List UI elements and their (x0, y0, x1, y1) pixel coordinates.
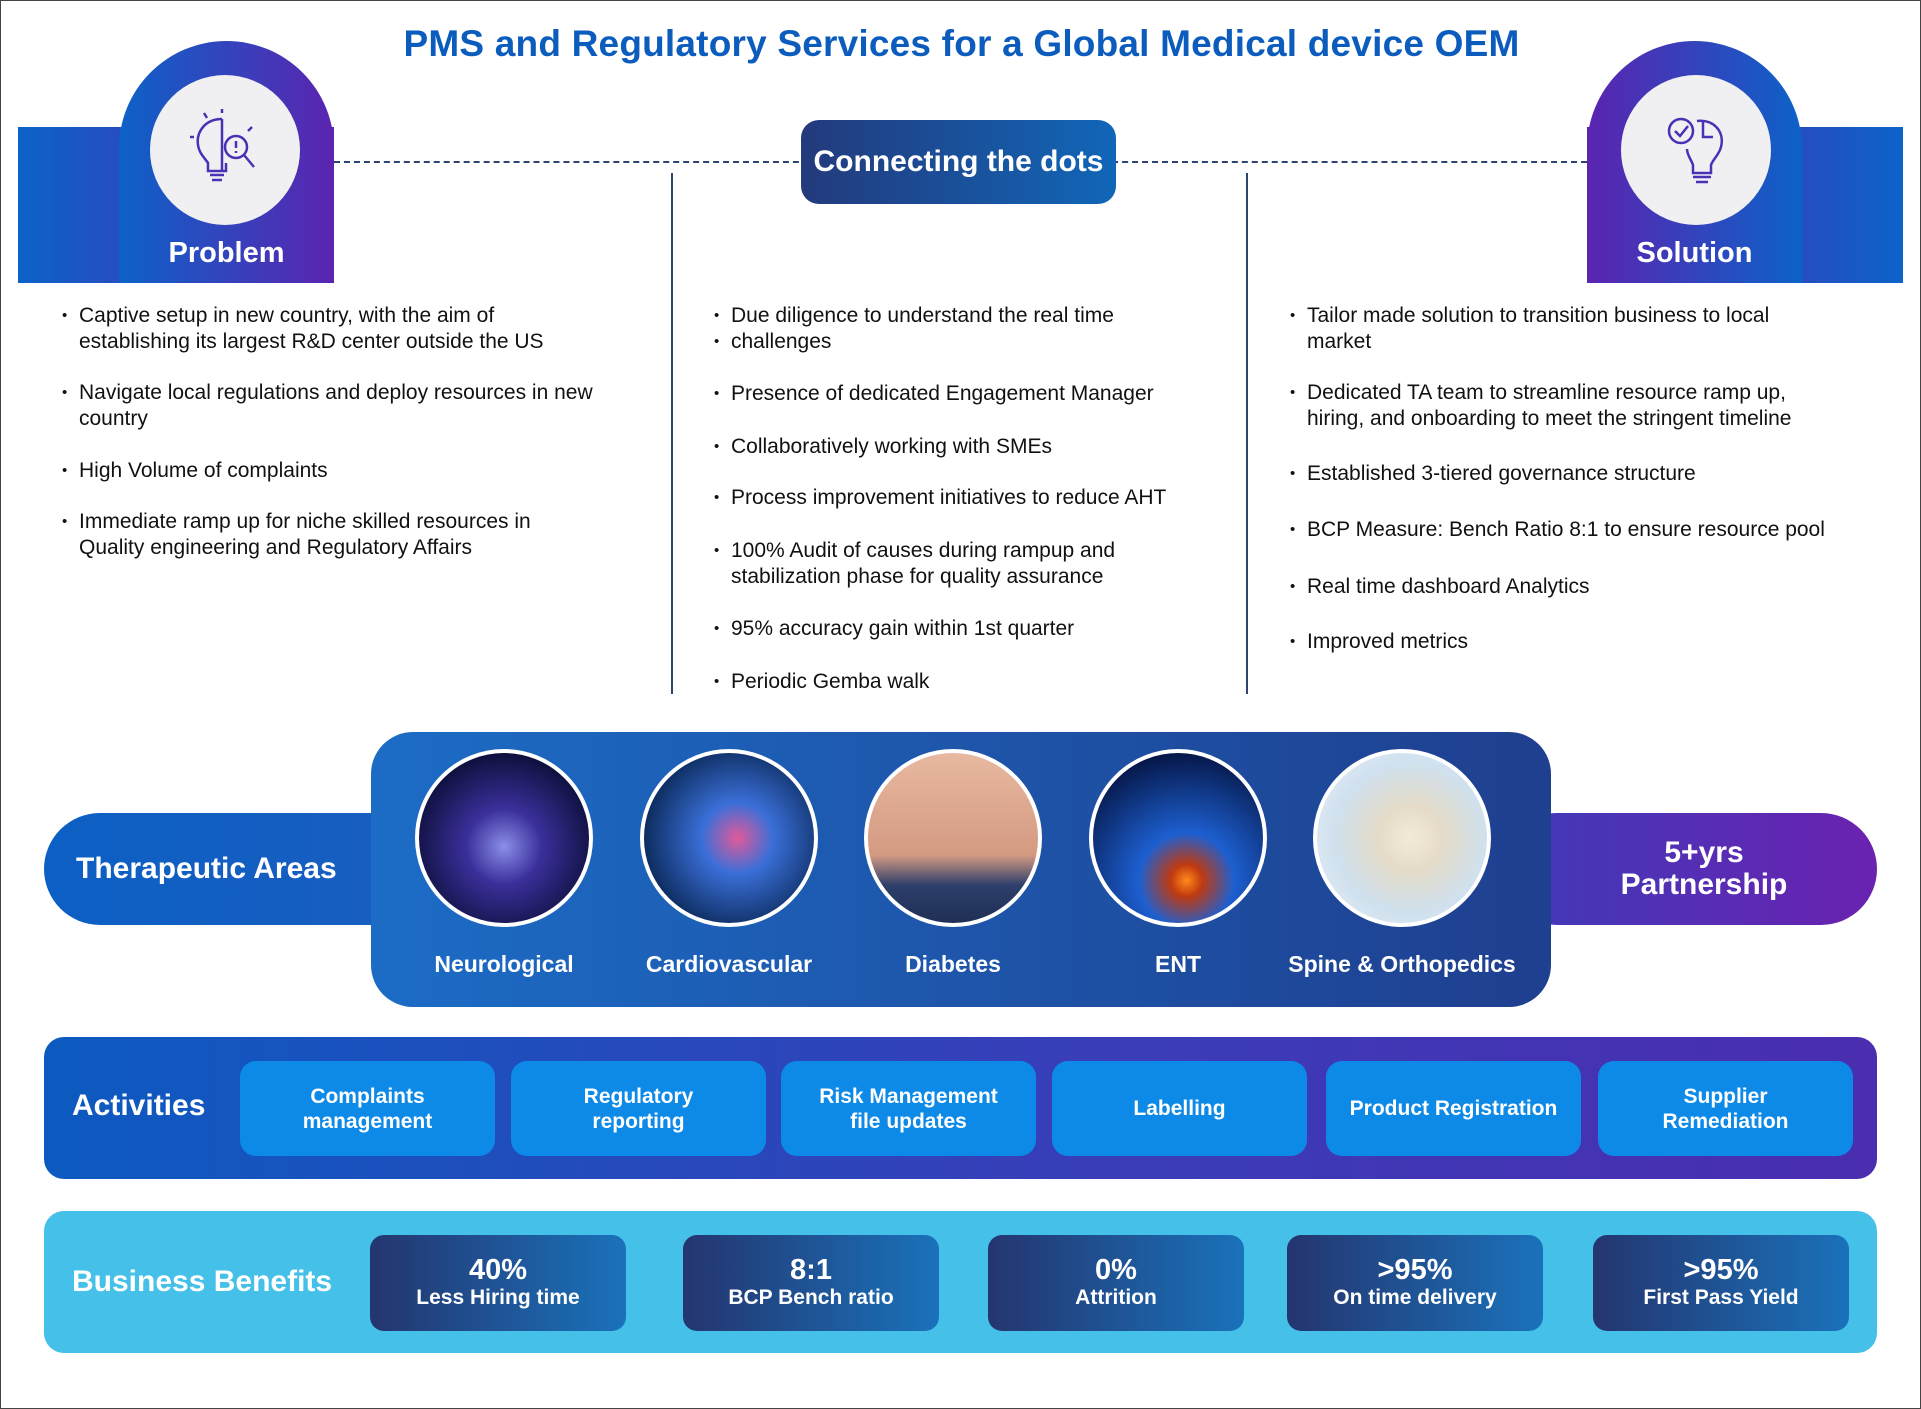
list-item: Dedicated TA team to streamline resource… (1290, 380, 1791, 432)
list-item: Navigate local regulations and deploy re… (62, 380, 593, 432)
list-item: 95% accuracy gain within 1st quarter (714, 616, 1074, 642)
partnership-badge: 5+yrs Partnership (1501, 813, 1877, 925)
lightbulb-puzzle-search-icon (190, 109, 255, 182)
business-benefits-label: Business Benefits (72, 1265, 333, 1298)
benefit-value: >95% (1377, 1254, 1453, 1286)
benefit-label: Attrition (1075, 1286, 1157, 1309)
ent-image (1089, 749, 1267, 927)
list-item: Captive setup in new country, with the a… (62, 303, 544, 355)
column-divider (671, 173, 673, 694)
activities-label: Activities (72, 1089, 206, 1122)
solution-icon-circle (1621, 75, 1771, 225)
benefit-label: Less Hiring time (416, 1286, 580, 1309)
diabetes-image (864, 749, 1042, 927)
area-label: Cardiovascular (645, 951, 813, 977)
benefit-label: On time delivery (1333, 1286, 1497, 1309)
list-item: Presence of dedicated Engagement Manager (714, 381, 1154, 407)
benefit-value: 8:1 (790, 1254, 832, 1286)
list-item: BCP Measure: Bench Ratio 8:1 to ensure r… (1290, 517, 1825, 543)
list-item: Immediate ramp up for niche skilled reso… (62, 509, 531, 561)
list-item: Real time dashboard Analytics (1290, 574, 1590, 600)
list-item: Established 3-tiered governance structur… (1290, 461, 1696, 487)
list-item: Due diligence to understand the real tim… (714, 303, 1114, 329)
problem-icon-circle (150, 75, 300, 225)
benefit-card: >95%On time delivery (1287, 1235, 1543, 1331)
partnership-label: Partnership (1620, 868, 1788, 901)
page-title: PMS and Regulatory Services for a Global… (403, 23, 1520, 64)
area-label: ENT (1155, 951, 1201, 977)
lightbulb-check-puzzle-icon (1667, 117, 1724, 184)
benefit-label: BCP Bench ratio (728, 1286, 894, 1309)
activity-item: Product Registration (1326, 1061, 1581, 1156)
benefit-value: >95% (1683, 1254, 1759, 1286)
list-item: High Volume of complaints (62, 458, 328, 484)
list-item: Periodic Gemba walk (714, 669, 929, 695)
list-item: Tailor made solution to transition busin… (1290, 303, 1769, 355)
area-label: Diabetes (905, 951, 1001, 977)
list-item: Collaboratively working with SMEs (714, 434, 1052, 460)
benefit-card: 0%Attrition (988, 1235, 1244, 1331)
activity-item: Labelling (1052, 1061, 1307, 1156)
activity-item: Supplier Remediation (1598, 1061, 1853, 1156)
business-benefits-band (44, 1211, 1877, 1353)
benefit-card: 40%Less Hiring time (370, 1235, 626, 1331)
benefit-card: >95%First Pass Yield (1593, 1235, 1849, 1331)
list-item: challenges (714, 329, 831, 355)
partnership-years: 5+yrs (1664, 836, 1744, 869)
list-item: Process improvement initiatives to reduc… (714, 485, 1166, 511)
benefit-value: 40% (468, 1254, 528, 1286)
area-label: Spine & Orthopedics (1288, 951, 1516, 977)
neurological-image (415, 749, 593, 927)
cardiovascular-image (640, 749, 818, 927)
column-divider (1246, 173, 1248, 694)
benefit-value: 0% (1095, 1254, 1137, 1286)
list-item: 100% Audit of causes during rampup and s… (714, 538, 1115, 590)
connecting-dots-badge: Connecting the dots (801, 120, 1116, 204)
area-label: Neurological (434, 951, 574, 977)
benefit-label: First Pass Yield (1643, 1286, 1799, 1309)
activity-item: Regulatory reporting (511, 1061, 766, 1156)
activity-item: Complaints management (240, 1061, 495, 1156)
list-item: Improved metrics (1290, 629, 1468, 655)
problem-label: Problem (168, 237, 285, 269)
solution-label: Solution (1636, 237, 1753, 269)
spine-orthopedics-image (1313, 749, 1491, 927)
activity-item: Risk Management file updates (781, 1061, 1036, 1156)
